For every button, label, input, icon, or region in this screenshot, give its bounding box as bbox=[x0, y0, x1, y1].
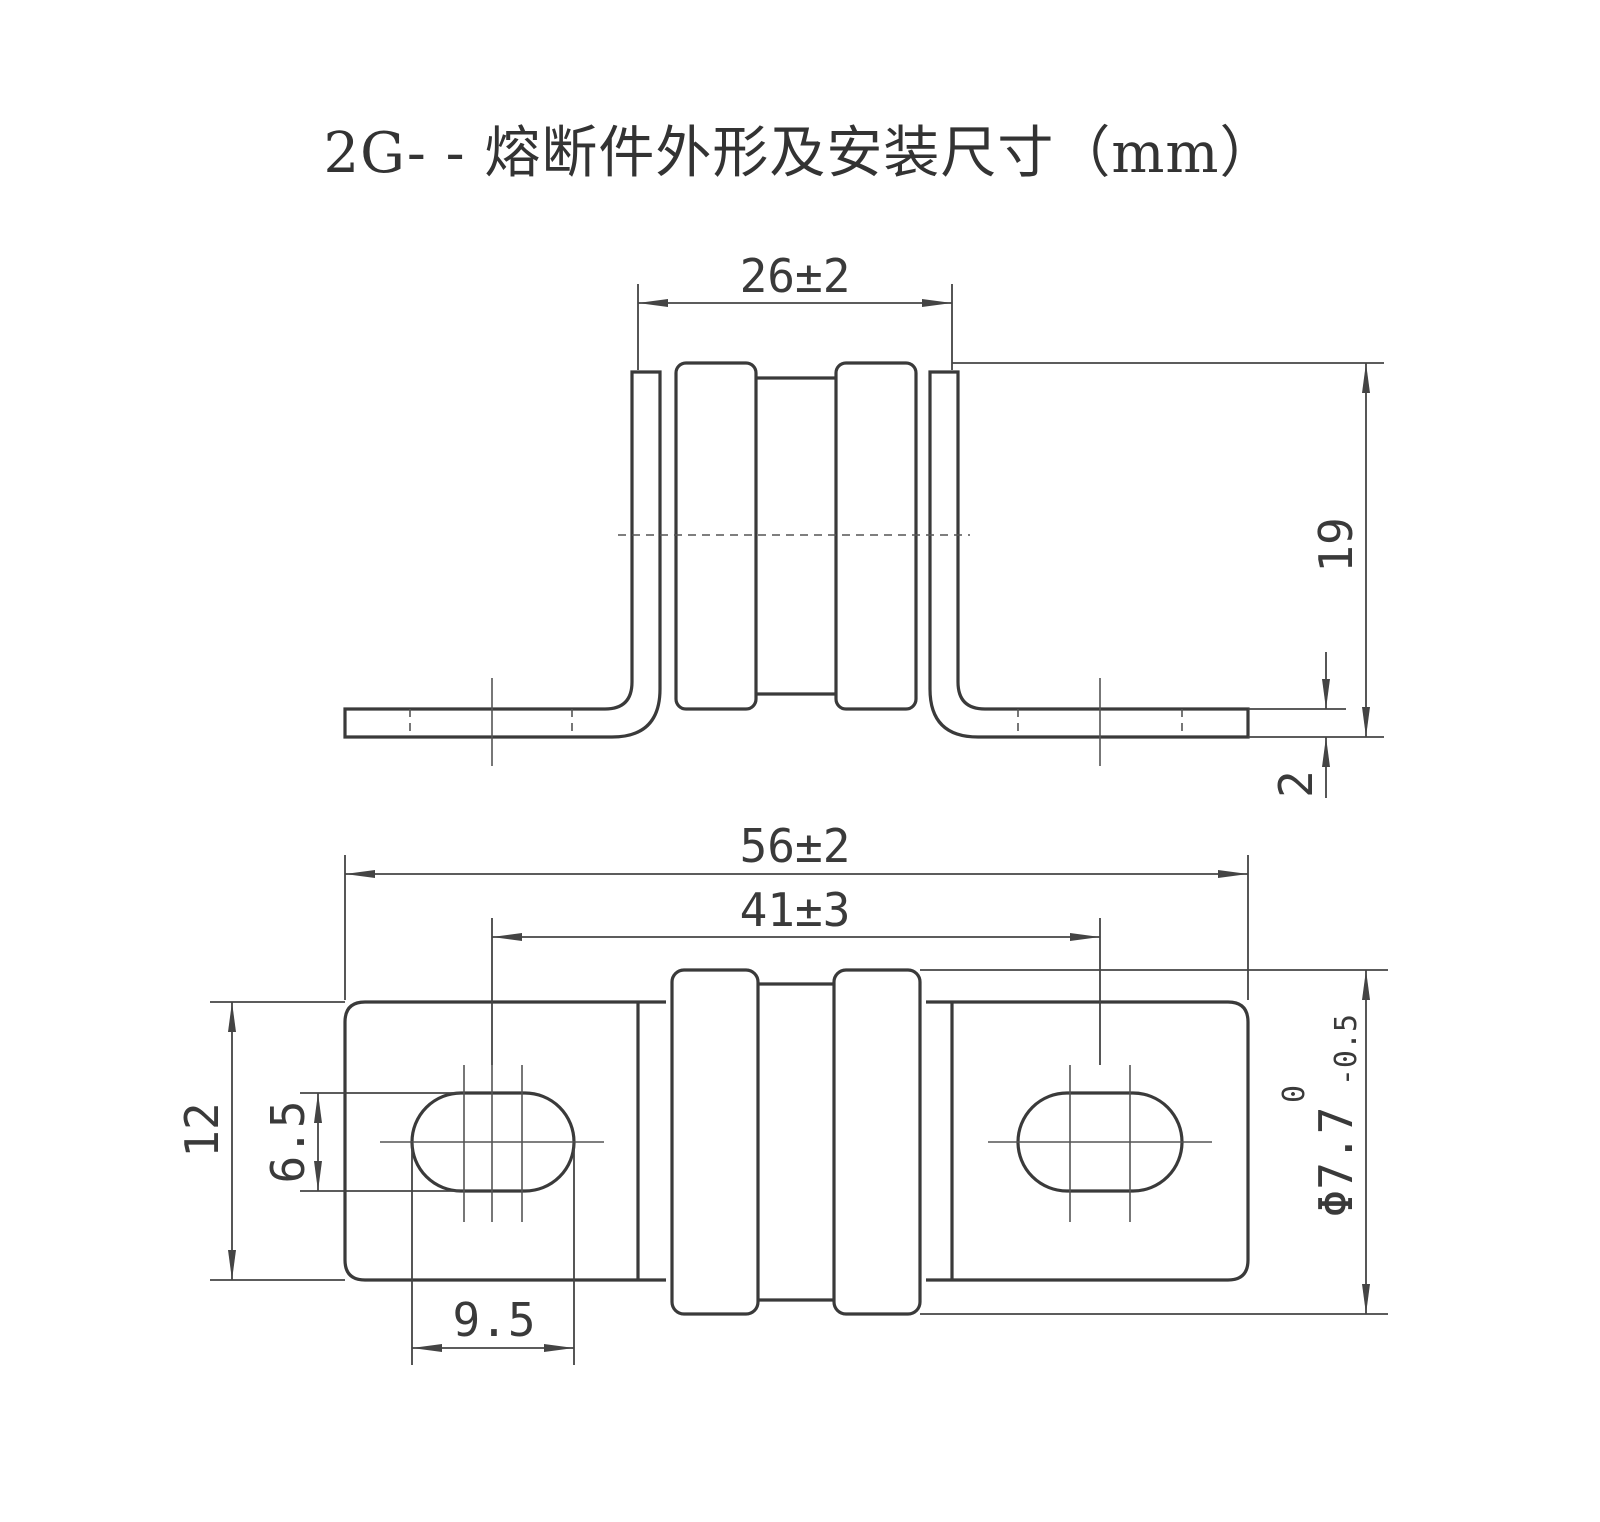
drawing-title: 2G- - 熔断件外形及安装尺寸（mm） bbox=[323, 121, 1277, 186]
dim-diameter-tol-lower: -0.5 bbox=[1329, 1014, 1364, 1086]
side-right-cap bbox=[834, 361, 918, 711]
dim-overall-length: 56±2 bbox=[740, 819, 851, 873]
dim-diameter-tol-upper: 0 bbox=[1277, 1085, 1312, 1103]
side-left-terminal bbox=[343, 370, 662, 739]
top-right-tab bbox=[926, 1000, 1250, 1282]
top-left-tab bbox=[343, 1000, 666, 1282]
dim-slot-width: 6.5 bbox=[261, 1100, 315, 1183]
top-right-cap bbox=[832, 968, 922, 1316]
dim-slot-length: 9.5 bbox=[452, 1293, 535, 1347]
top-view: 56±2 41±3 12 6.5 9.5 Φ7.7 0 -0.5 bbox=[175, 819, 1388, 1365]
dim-body-width: 26±2 bbox=[740, 249, 851, 303]
dim-plate-width: 12 bbox=[175, 1102, 229, 1157]
side-left-cap bbox=[674, 361, 758, 711]
dim-plate-thickness: 2 bbox=[1269, 770, 1323, 798]
dim-hole-spacing: 41±3 bbox=[740, 883, 851, 937]
dim-height: 19 bbox=[1309, 517, 1363, 572]
side-right-terminal bbox=[928, 370, 1250, 739]
dim-body-diameter: Φ7.7 bbox=[1309, 1107, 1363, 1218]
side-view: 26±2 19 2 bbox=[343, 249, 1384, 798]
top-left-cap bbox=[670, 968, 760, 1316]
